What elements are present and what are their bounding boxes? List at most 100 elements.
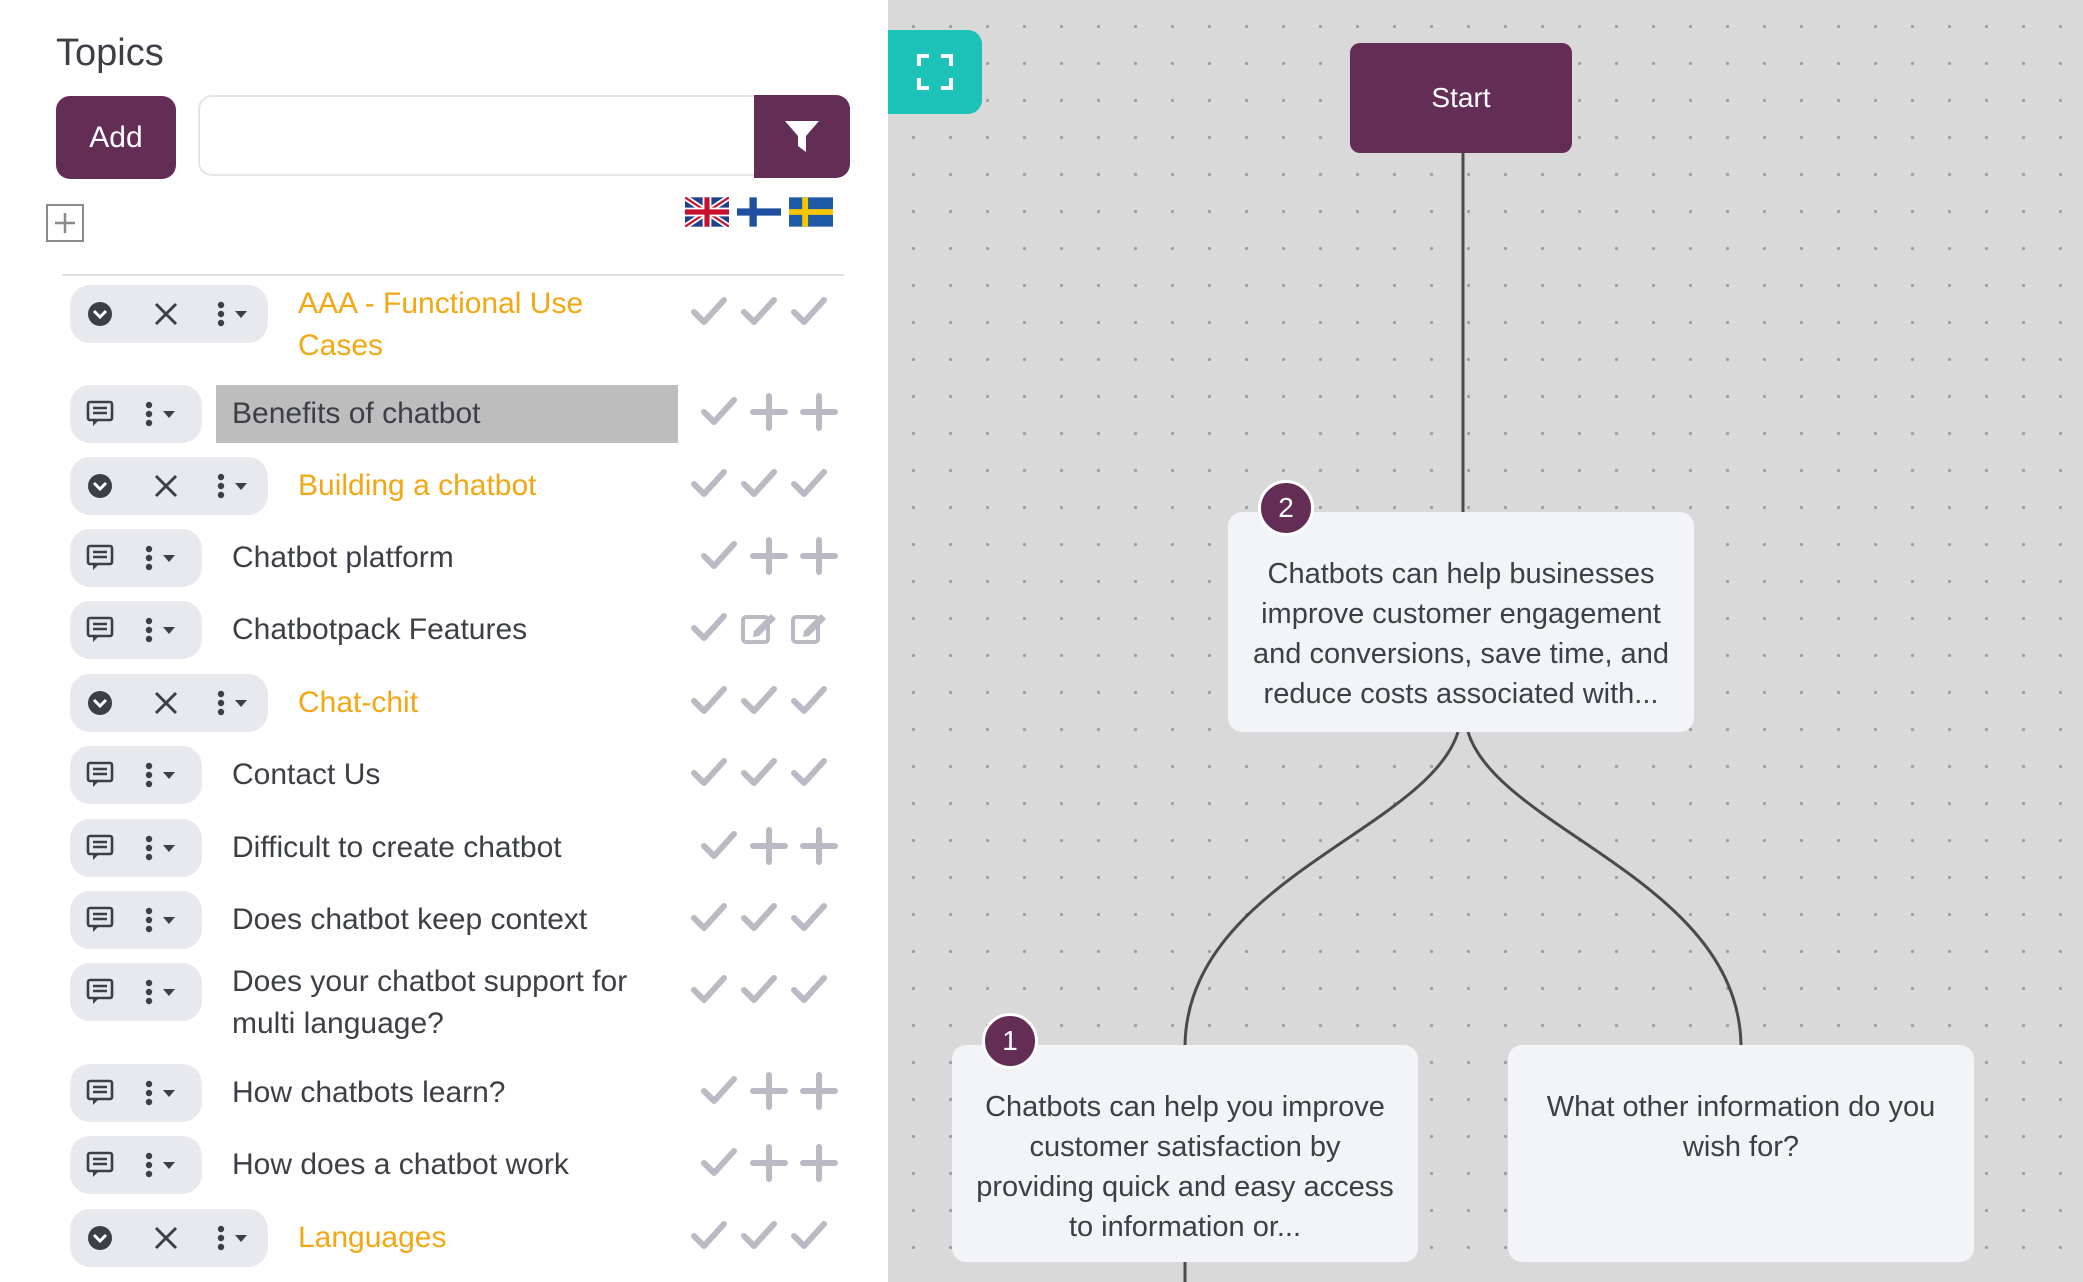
caret-down-icon [235,1235,247,1242]
plus-icon[interactable] [750,827,790,867]
topic-type-indicator [70,978,130,1006]
plus-icon[interactable] [800,827,840,867]
topic-type-indicator [70,1079,130,1107]
check-icon [691,975,727,1003]
folder-label[interactable]: AAA - Functional Use Cases [298,287,584,362]
remove-folder-button[interactable] [130,689,202,717]
topic-menu-button[interactable] [202,689,262,717]
caret-down-icon [163,1162,175,1169]
topic-label[interactable]: Does chatbot keep context [232,903,588,936]
kebab-menu-icon [217,690,225,716]
check-icon [791,758,827,786]
kebab-menu-icon [145,835,153,861]
chevron-circle-down-icon [88,302,112,326]
message-icon [86,761,114,787]
topic-menu-button[interactable] [130,978,190,1006]
topic-menu-button[interactable] [130,906,190,934]
check-icon [701,1076,737,1104]
check-icon [701,397,737,425]
flow-node[interactable]: Chatbots can help businesses improve cus… [1228,512,1694,732]
chevron-circle-down-icon [88,691,112,715]
plus-icon[interactable] [800,1072,840,1112]
flag-swedish-icon[interactable] [789,197,833,227]
topic-label[interactable]: Contact Us [232,758,381,791]
message-icon [86,1151,114,1177]
panel-title: Topics [56,32,164,74]
topic-menu-button[interactable] [130,834,190,862]
topic-controls [70,891,202,949]
topic-label[interactable]: Benefits of chatbot [216,385,678,443]
topic-label[interactable]: How chatbots learn? [232,1076,506,1109]
topic-label[interactable]: Does your chatbot support for multi lang… [232,965,628,1040]
check-icon [791,686,827,714]
topic-menu-button[interactable] [202,300,262,328]
topic-label[interactable]: Difficult to create chatbot [232,831,562,864]
topic-menu-button[interactable] [130,544,190,572]
language-status-icons [690,682,830,722]
toggle-folder-button[interactable] [70,301,130,327]
message-icon [86,616,114,642]
topic-label[interactable]: Chatbot platform [232,541,454,574]
expand-all-button[interactable] [46,204,84,242]
message-icon [86,978,114,1004]
topic-menu-button[interactable] [130,616,190,644]
plus-icon[interactable] [800,537,840,577]
flow-node[interactable]: Chatbots can help you improve customer s… [952,1045,1418,1262]
topic-menu-button[interactable] [130,761,190,789]
topic-menu-button[interactable] [202,1224,262,1252]
plus-icon[interactable] [750,393,790,433]
topic-controls [70,1136,202,1194]
toggle-folder-button[interactable] [70,690,130,716]
remove-folder-button[interactable] [130,472,202,500]
fullscreen-button[interactable] [888,30,982,114]
plus-icon[interactable] [750,537,790,577]
start-node[interactable]: Start [1350,43,1572,153]
check-icon [791,1221,827,1249]
plus-icon[interactable] [800,393,840,433]
topic-type-indicator [70,834,130,862]
language-status-icons [690,609,830,649]
add-topic-button[interactable]: Add [56,96,176,179]
kebab-menu-icon [145,545,153,571]
check-icon [701,1148,737,1176]
toggle-folder-button[interactable] [70,1225,130,1251]
flag-english-icon[interactable] [685,197,729,227]
kebab-menu-icon [217,473,225,499]
topic-menu-button[interactable] [130,400,190,428]
close-icon [154,691,178,715]
plus-icon[interactable] [750,1072,790,1112]
order-badge: 2 [1258,480,1314,536]
kebab-menu-icon [145,1152,153,1178]
folder-label[interactable]: Chat-chit [298,686,419,719]
edit-icon[interactable] [740,609,780,649]
flag-finnish-icon[interactable] [737,197,781,227]
folder-label[interactable]: Languages [298,1221,447,1254]
topic-label[interactable]: How does a chatbot work [232,1148,569,1181]
remove-folder-button[interactable] [130,300,202,328]
remove-folder-button[interactable] [130,1224,202,1252]
caret-down-icon [235,700,247,707]
plus-icon[interactable] [750,1144,790,1184]
plus-icon[interactable] [800,1144,840,1184]
language-status-icons [690,899,830,939]
filter-button[interactable] [754,95,850,178]
topic-menu-button[interactable] [202,472,262,500]
check-icon [791,975,827,1003]
kebab-menu-icon [145,1080,153,1106]
topic-type-indicator [70,616,130,644]
flow-node[interactable]: What other information do you wish for? [1508,1045,1974,1262]
check-icon [691,686,727,714]
folder-controls [70,285,268,343]
flow-canvas[interactable]: Start Chatbots can help businesses impro… [888,0,2083,1282]
topic-type-indicator [70,761,130,789]
caret-down-icon [163,1090,175,1097]
kebab-menu-icon [145,401,153,427]
topic-menu-button[interactable] [130,1151,190,1179]
topic-menu-button[interactable] [130,1079,190,1107]
topic-search-input[interactable] [198,95,754,176]
folder-label[interactable]: Building a chatbot [298,469,537,502]
toggle-folder-button[interactable] [70,473,130,499]
topic-label[interactable]: Chatbotpack Features [232,613,528,646]
edit-icon[interactable] [790,609,830,649]
